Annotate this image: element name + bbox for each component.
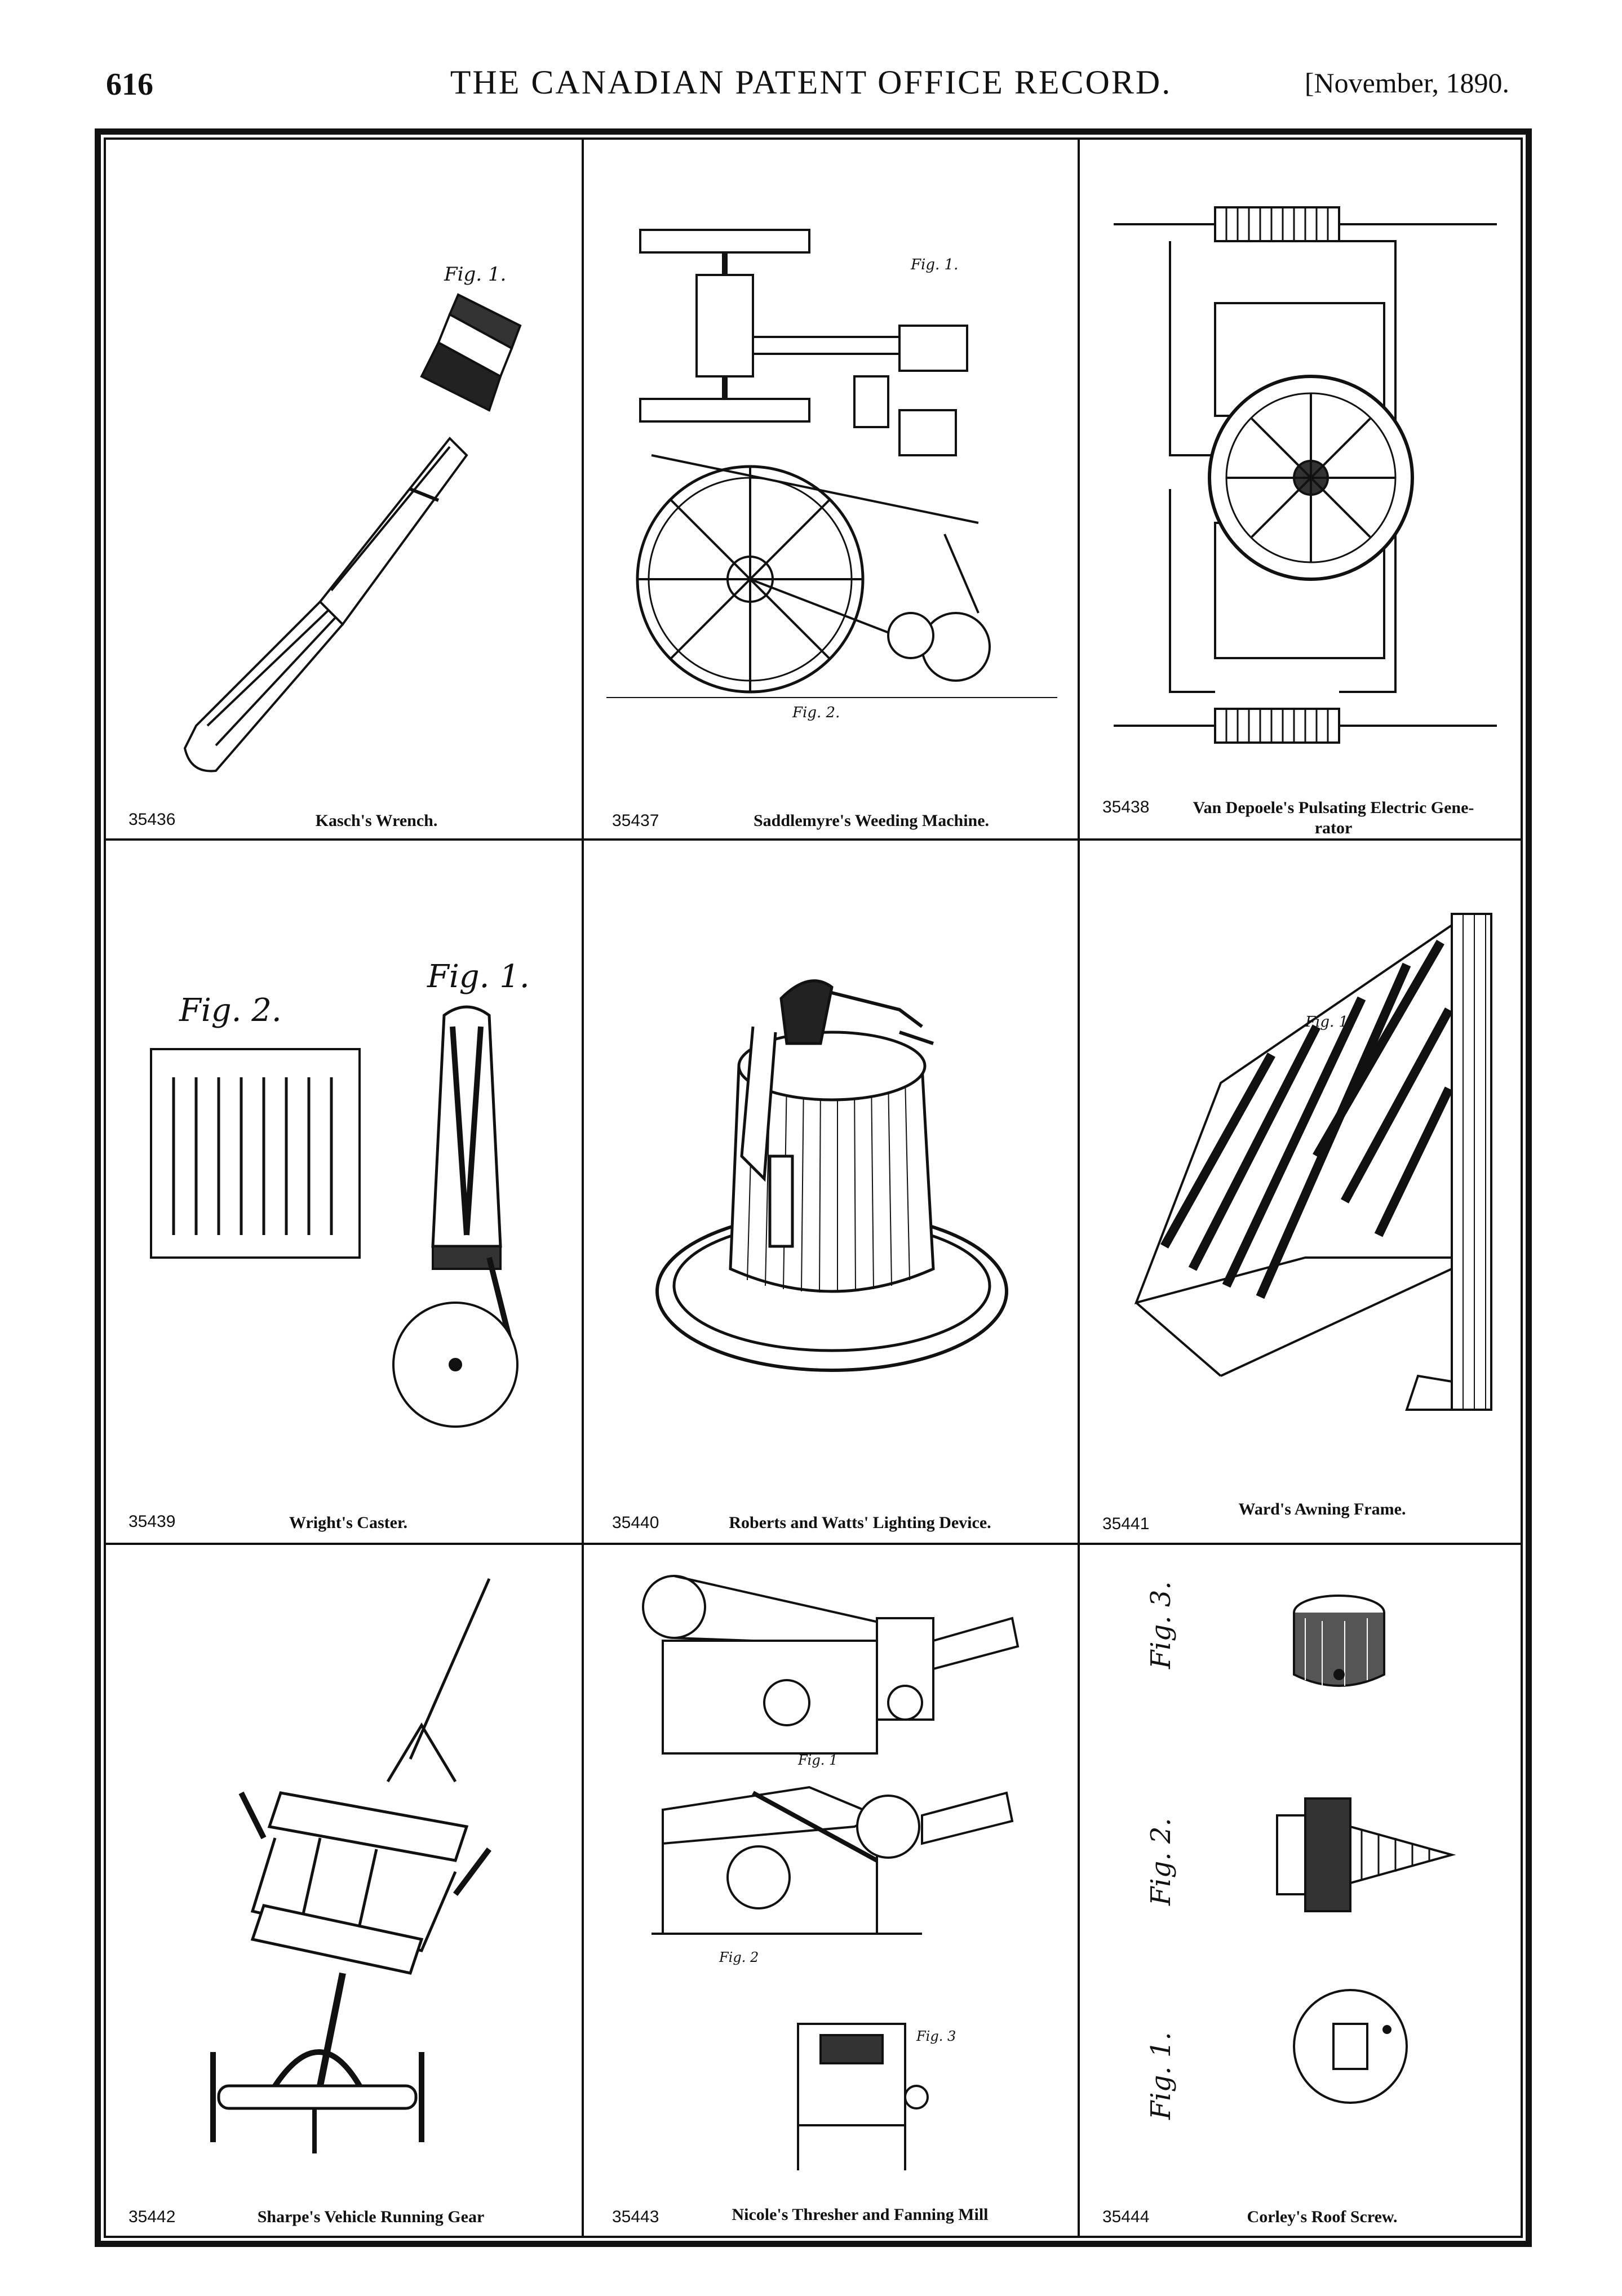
lighting-device-drawing [655, 979, 1008, 1372]
electric-generator-drawing [1114, 206, 1497, 744]
figure-label: Fig. 2. [792, 704, 840, 721]
figure-label: Fig. 3 [916, 2028, 956, 2044]
inner-frame [104, 137, 1523, 2238]
figure-label: Fig. 2. [1145, 1818, 1177, 1906]
patent-number: 35444 [1102, 2208, 1150, 2226]
patent-title: Roberts and Watts' Lighting Device. [729, 1513, 991, 1532]
patent-title: Nicole's Thresher and Fanning Mill [732, 2205, 989, 2224]
patent-cell-35437: Fig. 1. Fig. 2. 35437 Saddlemyre's Weedi… [584, 140, 1078, 838]
issue-date: [November, 1890. [1304, 67, 1509, 99]
patent-number: 35442 [128, 2208, 176, 2226]
figure-label: Fig. 1. [427, 958, 530, 995]
patent-title: Saddlemyre's Weeding Machine. [753, 811, 990, 830]
patent-number: 35437 [612, 811, 659, 830]
outer-frame [95, 128, 1532, 2247]
patent-title: Kasch's Wrench. [315, 811, 438, 830]
figure-label: Fig. 1. [910, 256, 958, 273]
patent-cell-35436: Fig. 1. 35436 Kasch's Wrench. [106, 140, 582, 838]
column-divider-2 [1078, 137, 1080, 2238]
figure-label: Fig. 1. [444, 263, 506, 286]
patent-number: 35443 [612, 2208, 659, 2226]
patent-title: Sharpe's Vehicle Running Gear [257, 2208, 485, 2226]
column-divider-1 [582, 137, 584, 2238]
row-divider-1 [104, 838, 1523, 841]
awning-frame-drawing: Fig. 1. [1134, 913, 1492, 1411]
figure-label: Fig. 1. [1305, 1014, 1353, 1031]
patent-cell-35439: Fig. 2. Fig. 1. 35439 Wright's Caster. [106, 841, 582, 1543]
figure-label: Fig. 3. [1145, 1581, 1177, 1669]
thresher-drawing: Fig. 1 Fig. 2 Fig. 3 [642, 1575, 1020, 2170]
figure-label: Fig. 2. [179, 992, 282, 1029]
patent-cell-35444: Fig. 3. Fig. 2. Fig. 1. 35444 Corley's R… [1080, 1545, 1523, 2236]
patent-number: 35438 [1102, 798, 1150, 816]
figure-label: Fig. 2 [719, 1949, 759, 1965]
patent-number: 35436 [128, 810, 176, 829]
patent-cell-35441: Fig. 1. 35441 Ward's Awning Frame. [1080, 841, 1523, 1543]
patent-cell-35443: Fig. 1 Fig. 2 Fig. 3 35443 Nicole's Thre… [584, 1545, 1078, 2236]
patent-title: Wright's Caster. [289, 1513, 407, 1532]
row-divider-2 [104, 1543, 1523, 1545]
page-number: 616 [106, 67, 153, 102]
patent-number: 35439 [128, 1512, 176, 1531]
figure-label: Fig. 1. [1145, 2032, 1177, 2120]
roof-screw-drawing: Fig. 3. Fig. 2. Fig. 1. [1145, 1581, 1456, 2120]
wrench-drawing: Fig. 1. [183, 263, 522, 772]
vehicle-running-gear-drawing [210, 1578, 491, 2153]
patent-cell-35438: 35438 Van Depoele's Pulsating Electric G… [1080, 140, 1523, 838]
page-header: 616 THE CANADIAN PATENT OFFICE RECORD. [… [0, 0, 1622, 113]
patent-title: Corley's Roof Screw. [1247, 2208, 1398, 2226]
patent-title: Ward's Awning Frame. [1238, 1500, 1406, 1518]
journal-title: THE CANADIAN PATENT OFFICE RECORD. [450, 64, 1172, 101]
caster-drawing: Fig. 2. Fig. 1. [150, 958, 530, 1428]
patent-number: 35440 [612, 1513, 659, 1532]
weeding-machine-drawing: Fig. 1. Fig. 2. [606, 229, 1057, 721]
patent-cell-35440: 35440 Roberts and Watts' Lighting Device… [584, 841, 1078, 1543]
patent-cell-35442: 35442 Sharpe's Vehicle Running Gear [106, 1545, 582, 2236]
patent-title: Van Depoele's Pulsating Electric Gene-ra… [1193, 798, 1474, 837]
patent-number: 35441 [1102, 1515, 1150, 1533]
figure-label: Fig. 1 [797, 1752, 837, 1768]
